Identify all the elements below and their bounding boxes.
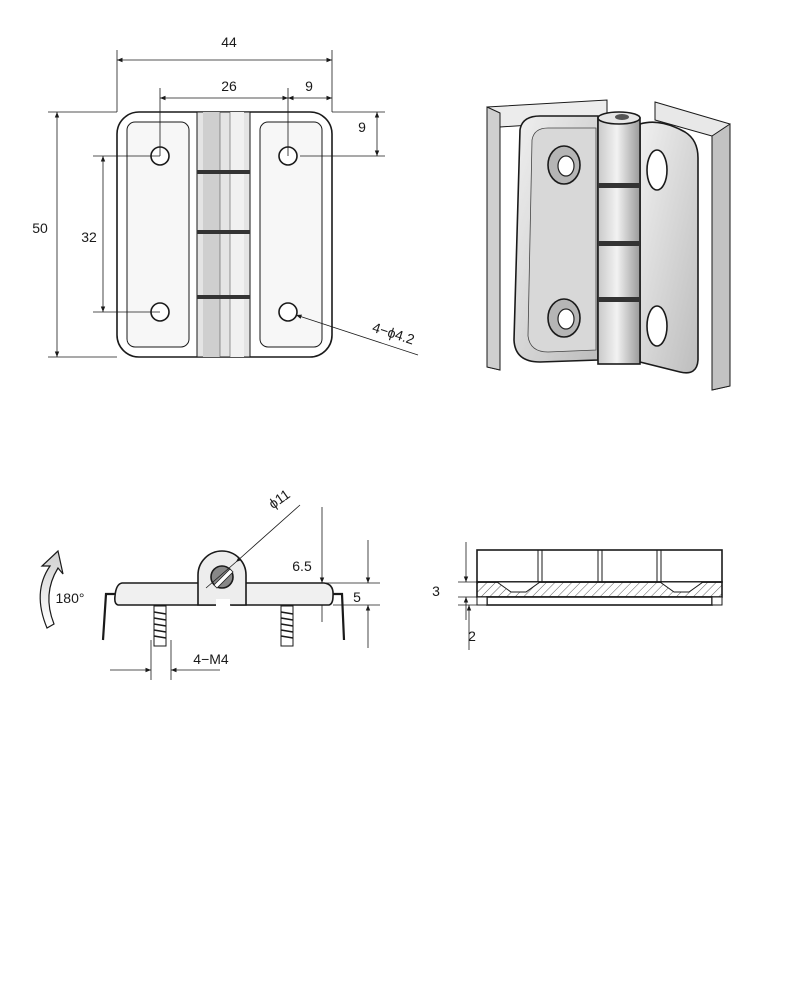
- right-stud: [280, 605, 294, 647]
- dim-overall-width: 44: [221, 34, 237, 50]
- dim-hole-spacing-x: 26: [221, 78, 237, 94]
- section-top-body: [476, 549, 723, 583]
- dim-plate: 3: [432, 583, 440, 599]
- dim-overall-height: 50: [32, 220, 48, 236]
- dim-holes-callout: 4−ϕ4.2: [370, 319, 416, 348]
- side-view: 180° ϕ11 6.5 5: [39, 486, 380, 680]
- pin-rings: [598, 183, 640, 302]
- side-right-leaf: [231, 582, 334, 606]
- dim-hole-spacing-y: 32: [81, 229, 97, 245]
- iso-hole-right-bottom: [646, 305, 668, 347]
- hole-bottom-right: [278, 302, 298, 322]
- left-stud: [153, 605, 167, 647]
- rotation-arrow: [39, 549, 64, 629]
- dim-hole-offset-x: 9: [305, 78, 313, 94]
- iso-hole-left-bottom: [547, 298, 581, 338]
- dim-thread: 4−M4: [193, 651, 229, 667]
- section-view: 3 2: [432, 542, 723, 650]
- right-leaf-inner: [259, 121, 323, 348]
- left-bracket: [101, 592, 117, 641]
- dim-hole-offset-y: 9: [358, 119, 366, 135]
- right-bracket: [333, 592, 346, 641]
- dim-pin-diameter: ϕ11: [265, 486, 293, 512]
- side-left-leaf: [114, 582, 216, 606]
- iso-hole-right-top: [646, 149, 668, 191]
- left-leaf-inner: [126, 121, 190, 348]
- countersink-left: [495, 581, 542, 593]
- iso-hole-left-top: [547, 145, 581, 185]
- section-segment-dividers: [537, 550, 662, 582]
- countersink-right: [658, 581, 705, 593]
- rotation-label: 180°: [56, 590, 85, 606]
- dim-thickness: 5: [353, 589, 361, 605]
- isometric-view: [486, 99, 731, 391]
- front-view: 44 26 9 9 50 32 4−ϕ4.2: [32, 34, 419, 358]
- dim-pin-height: 6.5: [292, 558, 312, 574]
- bottom-recess: [486, 596, 713, 606]
- dim-recess: 2: [468, 628, 476, 644]
- knuckle-separators: [197, 170, 250, 299]
